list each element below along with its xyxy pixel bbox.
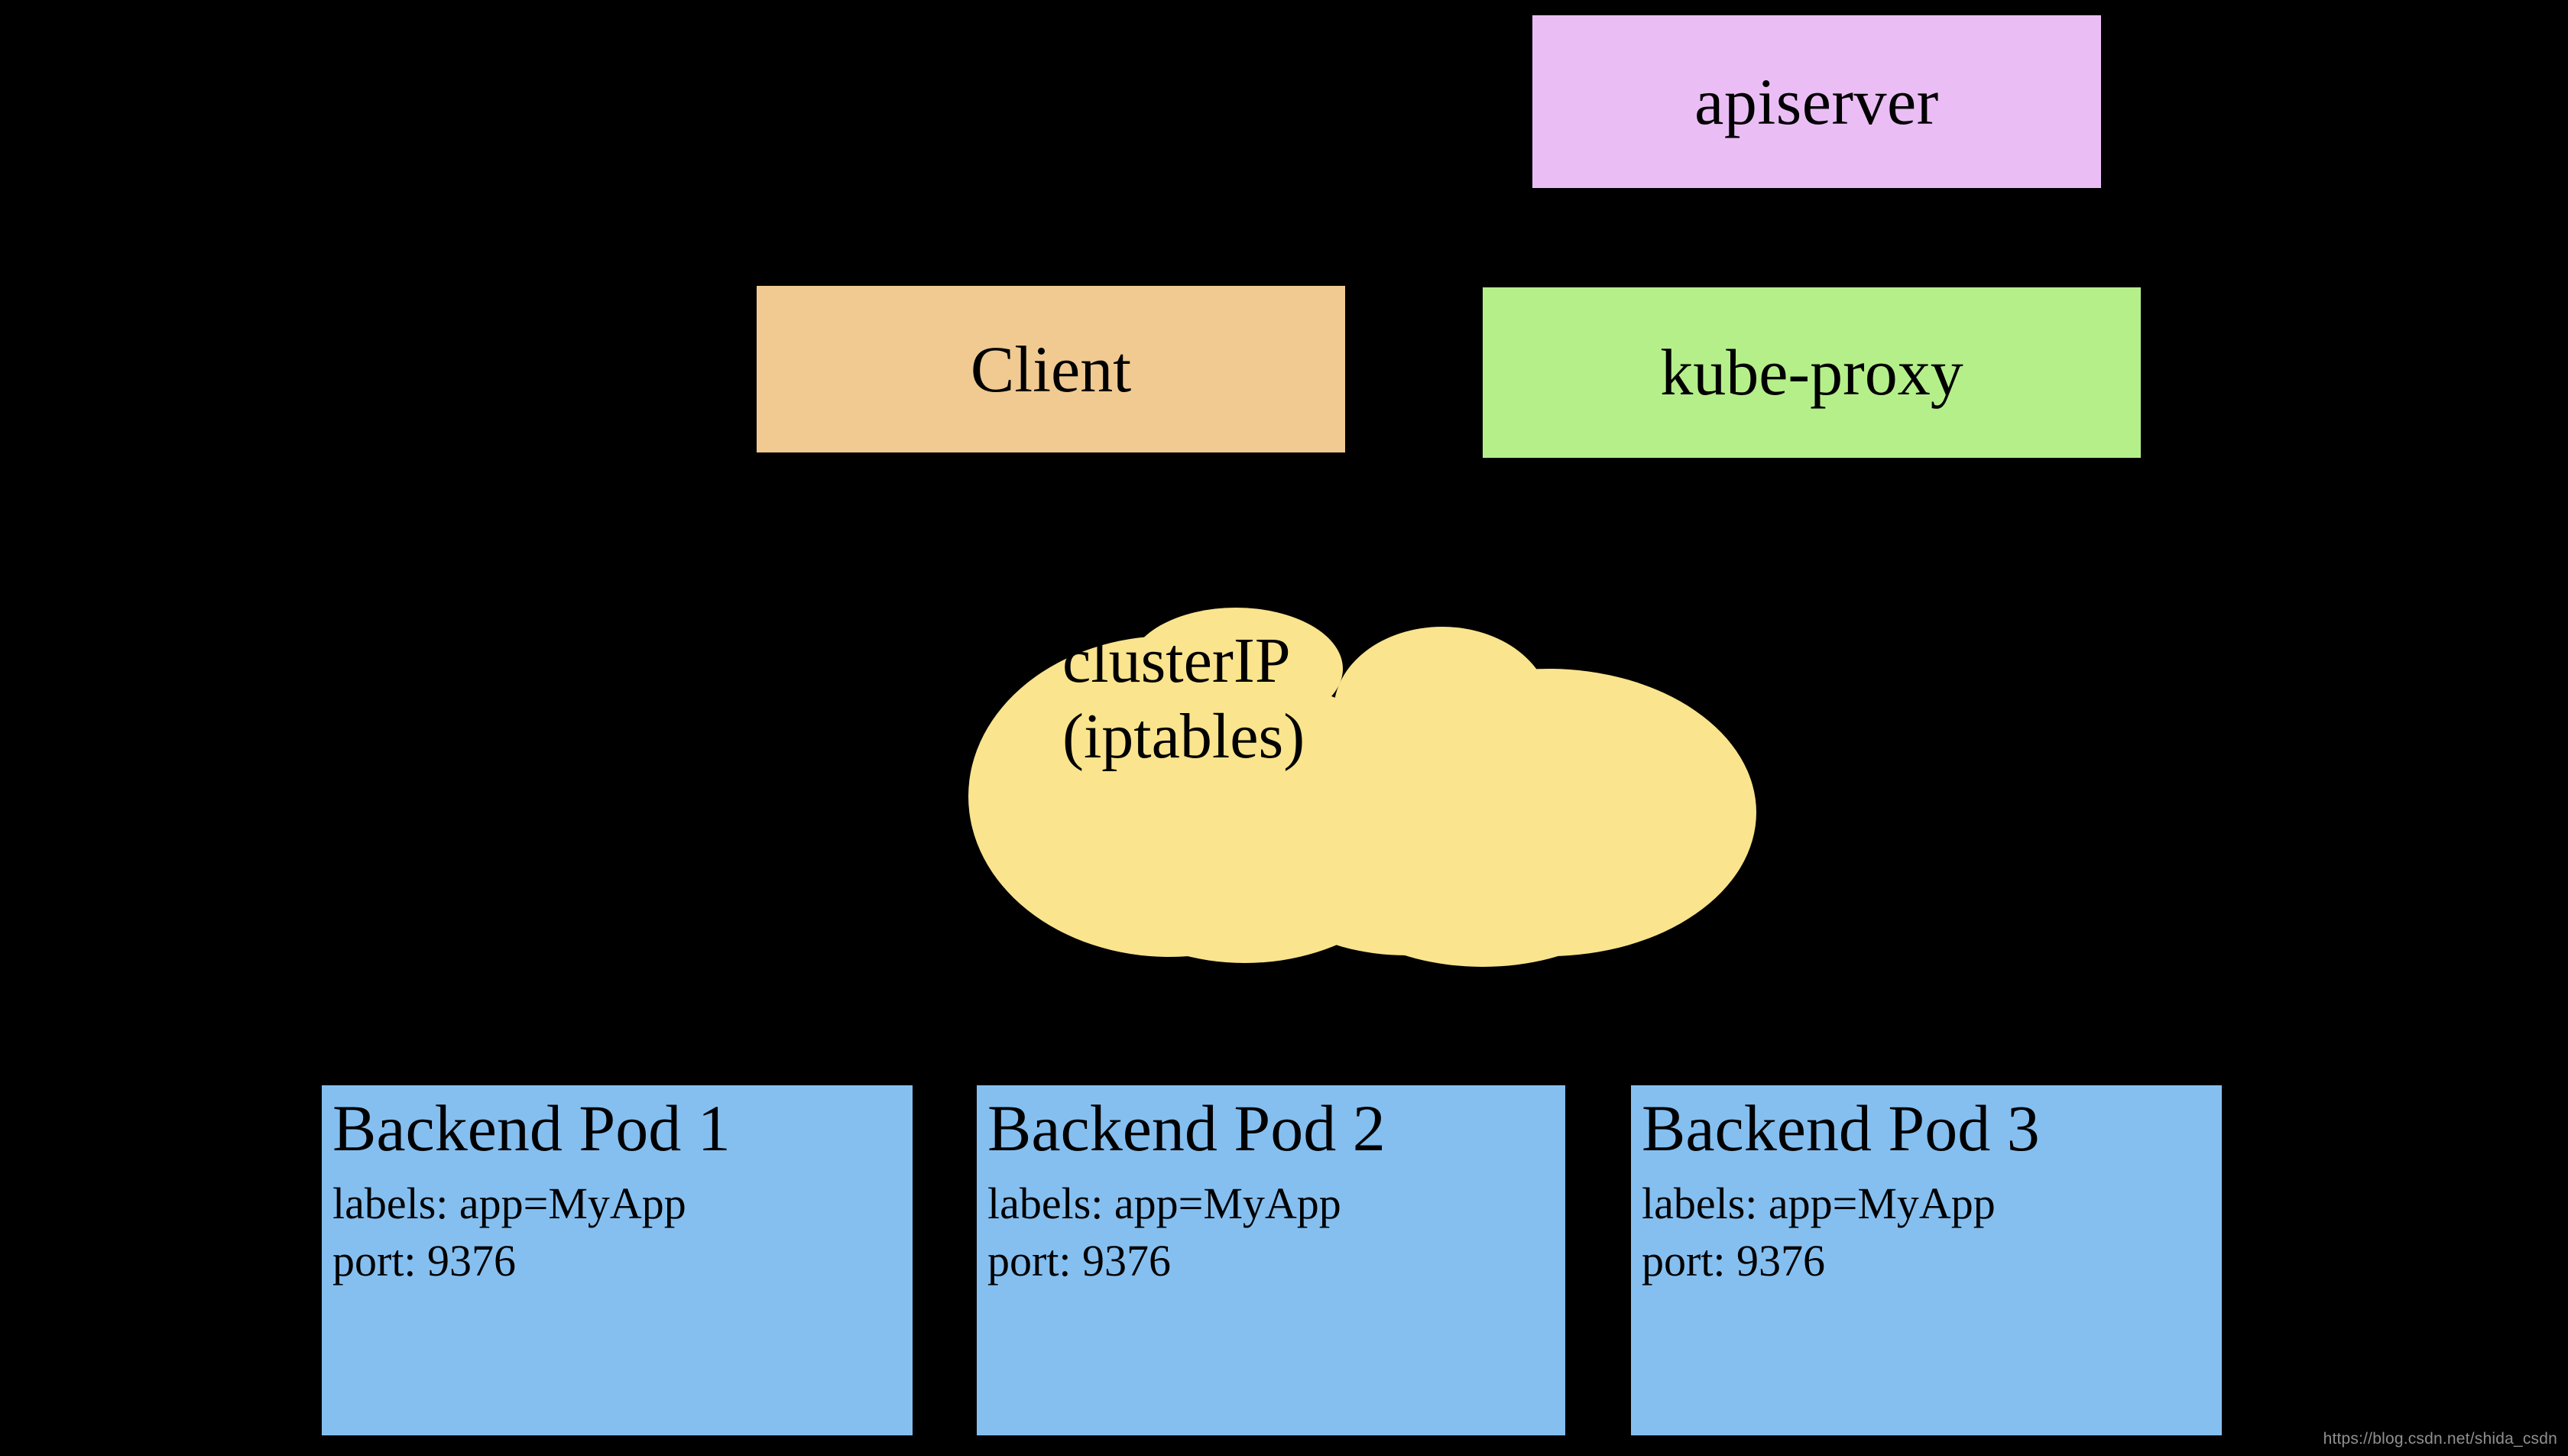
backend-pod-2-labels: labels: app=MyApp [987, 1178, 1341, 1228]
node-backend-pod-2[interactable]: Backend Pod 2 labels: app=MyApp port: 93… [977, 1085, 1565, 1435]
node-backend-pod-3[interactable]: Backend Pod 3 labels: app=MyApp port: 93… [1631, 1085, 2222, 1435]
backend-pod-3-labels: labels: app=MyApp [1642, 1178, 1996, 1228]
node-cluster-ip-label-line2: (iptables) [1062, 701, 1305, 773]
backend-pod-1-labels: labels: app=MyApp [332, 1178, 686, 1228]
node-kube-proxy[interactable]: kube-proxy [1483, 287, 2141, 458]
node-kube-proxy-label: kube-proxy [1660, 336, 1963, 410]
backend-pod-1-title: Backend Pod 1 [332, 1091, 731, 1165]
backend-pod-2-port: port: 9376 [987, 1236, 1172, 1286]
node-backend-pod-1[interactable]: Backend Pod 1 labels: app=MyApp port: 93… [322, 1085, 913, 1435]
node-cluster-ip[interactable]: clusterIP (iptables) [948, 589, 1781, 971]
cloud-shape-icon [968, 608, 1756, 967]
node-client[interactable]: Client [757, 286, 1345, 452]
node-apiserver[interactable]: apiserver [1532, 15, 2101, 188]
node-client-label: Client [970, 332, 1132, 406]
node-cluster-ip-text: clusterIP (iptables) [1062, 623, 1536, 774]
watermark: https://blog.csdn.net/shida_csdn [2323, 1430, 2557, 1448]
node-apiserver-label: apiserver [1694, 64, 1939, 138]
node-cluster-ip-label-line1: clusterIP [1062, 625, 1291, 696]
backend-pod-2-title: Backend Pod 2 [987, 1091, 1386, 1165]
backend-pod-1-port: port: 9376 [332, 1236, 517, 1286]
backend-pod-3-port: port: 9376 [1642, 1236, 1826, 1286]
backend-pod-3-title: Backend Pod 3 [1642, 1091, 2040, 1165]
